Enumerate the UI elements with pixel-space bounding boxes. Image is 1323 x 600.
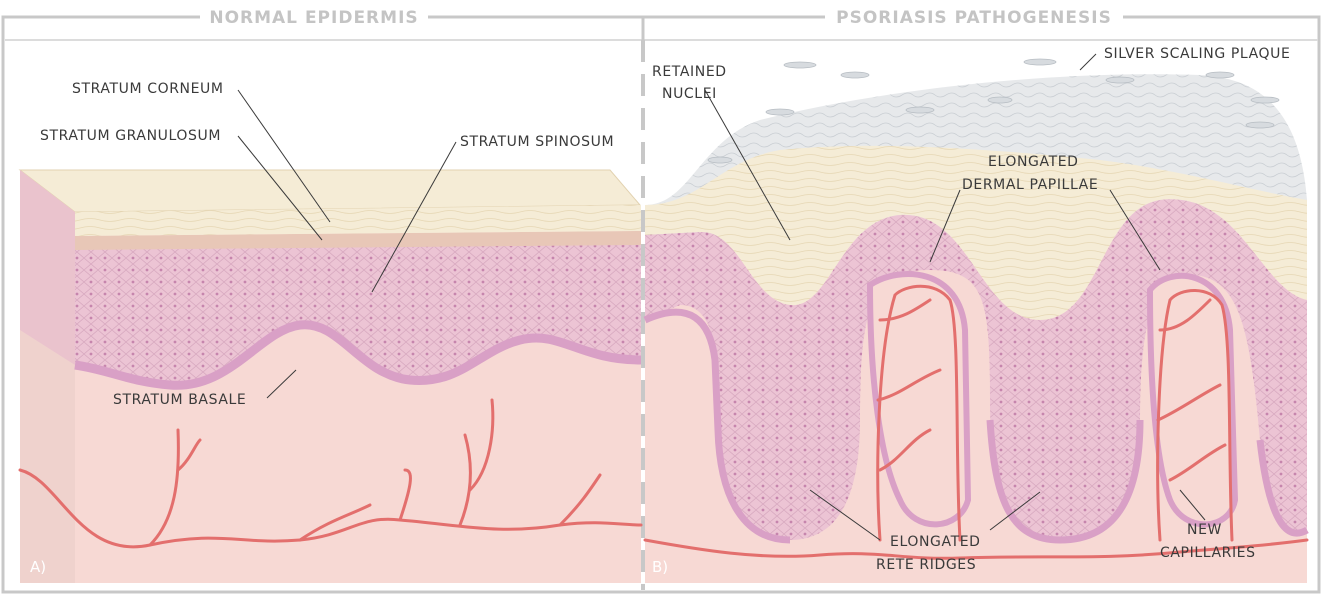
- label-elongated-dermal-papillae-line2: DERMAL PAPILLAE: [962, 177, 1098, 193]
- header-psoriasis-pathogenesis: PSORIASIS PATHOGENESIS: [836, 8, 1112, 28]
- labels: STRATUM CORNEUM STRATUM GRANULOSUM STRAT…: [40, 42, 1312, 573]
- label-elongated-rete-ridges-line2: RETE RIDGES: [876, 557, 976, 573]
- label-elongated-dermal-papillae-line1: ELONGATED: [988, 154, 1079, 170]
- leader-lines: [237, 53, 1206, 541]
- label-stratum-basale: STRATUM BASALE: [113, 392, 246, 408]
- frame: [1, 15, 1321, 594]
- label-new-capillaries-line1: NEW: [1187, 522, 1222, 538]
- label-retained-nuclei-line1: RETAINED: [652, 64, 727, 80]
- label-stratum-spinosum: STRATUM SPINOSUM: [460, 134, 614, 150]
- scale-flakes: [707, 58, 1280, 164]
- label-retained-nuclei-line2: NUCLEI: [662, 86, 717, 102]
- header-normal-epidermis: NORMAL EPIDERMIS: [209, 8, 418, 28]
- label-new-capillaries-line2: CAPILLARIES: [1160, 545, 1256, 561]
- label-stratum-granulosum: STRATUM GRANULOSUM: [40, 128, 221, 144]
- label-silver-scaling-plaque: SILVER SCALING PLAQUE: [1104, 46, 1290, 62]
- panel-b-marker: B): [652, 558, 668, 576]
- panel-b-block: [643, 58, 1309, 583]
- label-elongated-rete-ridges-line1: ELONGATED: [890, 534, 981, 550]
- panel-a-block: [18, 169, 643, 583]
- vessels-a: [18, 398, 643, 549]
- panel-a-marker: A): [30, 558, 46, 576]
- label-stratum-corneum: STRATUM CORNEUM: [72, 81, 224, 97]
- vessels-b: [643, 284, 1309, 560]
- headers: NORMAL EPIDERMIS PSORIASIS PATHOGENESIS: [200, 6, 1123, 28]
